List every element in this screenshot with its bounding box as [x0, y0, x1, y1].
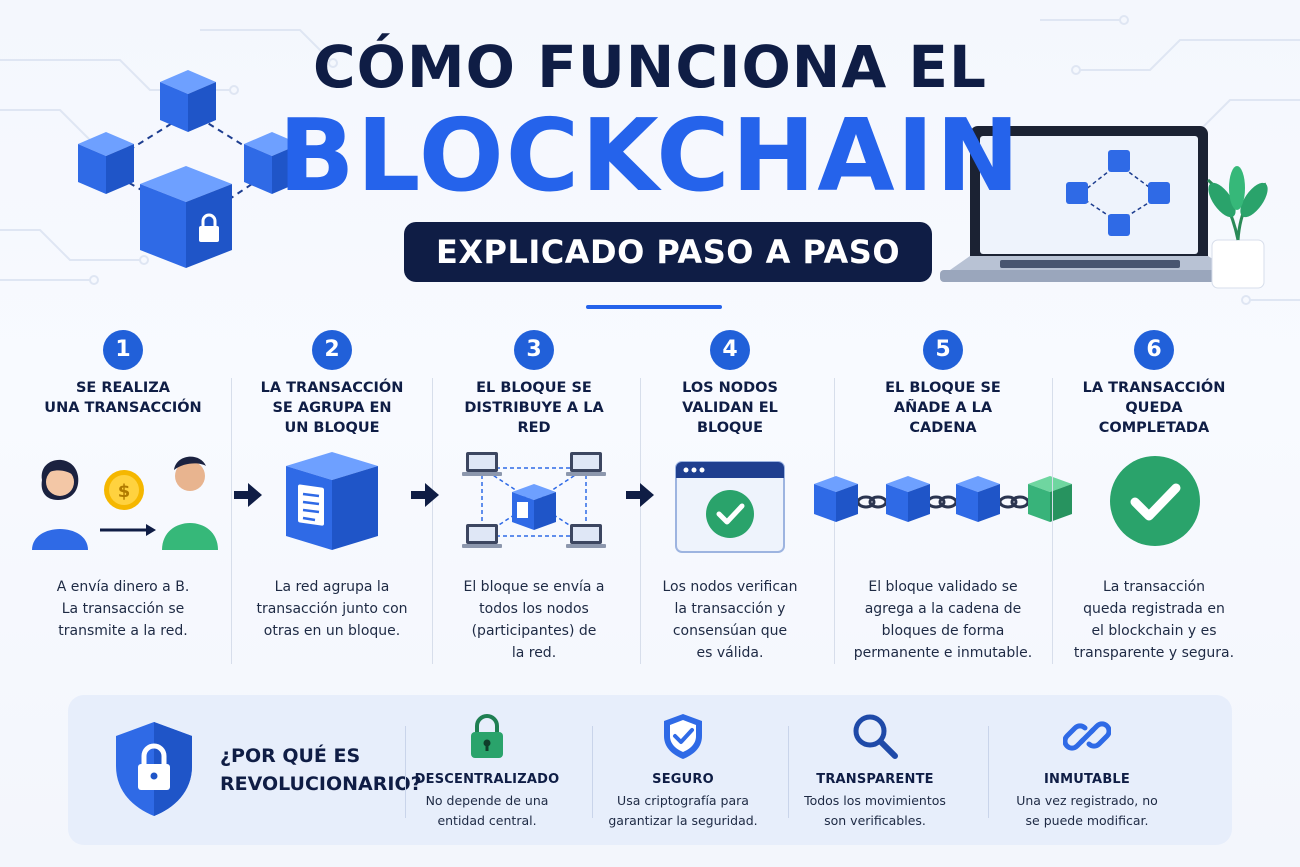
feature-separator — [592, 726, 593, 818]
cube-top — [160, 70, 216, 132]
step-5-title: EL BLOQUE SE AÑADE A LA CADENA — [885, 380, 1001, 436]
feature-separator — [988, 726, 989, 818]
svg-text:$: $ — [118, 481, 131, 502]
laptop-node — [462, 452, 606, 548]
step-2-number: 2 — [312, 330, 352, 370]
feature-description: No depende de una entidad central. — [425, 793, 549, 828]
step-separator — [432, 378, 433, 664]
step-3-number: 3 — [514, 330, 554, 370]
step-5: 5 EL BLOQUE SE AÑADE A LA CADENA El bloq… — [814, 330, 1072, 670]
step-1-title: SE REALIZA UNA TRANSACCIÓN — [44, 380, 202, 416]
block-document-icon — [286, 452, 378, 550]
step-1-description: A envía dinero a B. La transacción se tr… — [56, 579, 190, 639]
step-6-number: 6 — [1134, 330, 1174, 370]
feature-title: TRANSPARENTE — [816, 772, 934, 787]
step-6-description: La transacción queda registrada en el bl… — [1073, 579, 1235, 661]
cube-network-illustration — [78, 70, 300, 268]
person-to-person-transfer-icon: $ — [32, 456, 218, 550]
step-2-title: LA TRANSACCIÓN SE AGRUPA EN UN BLOQUE — [260, 380, 404, 436]
feature-description: Una vez registrado, no se puede modifica… — [1016, 793, 1158, 828]
step-1-number: 1 — [103, 330, 143, 370]
step-1: 1 SE REALIZA UNA TRANSACCIÓN $ A envía d… — [20, 330, 226, 670]
shield-lock-icon — [116, 722, 192, 816]
feature-transparente: TRANSPARENTE Todos los movimientos son v… — [780, 712, 970, 831]
validation-window-icon — [675, 461, 785, 553]
cube-left — [78, 132, 134, 194]
arrow-right-icon — [411, 483, 439, 507]
step-3-title: EL BLOQUE SE DISTRIBUYE A LA RED — [464, 380, 604, 436]
step-separator — [640, 378, 641, 664]
why-question: ¿POR QUÉ ES REVOLUCIONARIO? — [220, 745, 422, 795]
step-4-description: Los nodos verifican la transacción y con… — [662, 579, 798, 661]
chained-blocks-icon — [814, 476, 1072, 522]
chain-block-2 — [886, 476, 930, 522]
cube-right — [244, 132, 300, 194]
chain-block-1 — [814, 476, 858, 522]
step-4-number: 4 — [710, 330, 750, 370]
feature-separator — [405, 726, 406, 818]
feature-description: Usa criptografía para garantizar la segu… — [608, 793, 758, 828]
why-revolutionary-panel — [68, 695, 1232, 845]
feature-title: SEGURO — [652, 772, 714, 787]
step-5-description: El bloque validado se agrega a la cadena… — [853, 579, 1033, 661]
subtitle-pill: EXPLICADO PASO A PASO — [404, 222, 932, 282]
magnifier-icon — [853, 714, 898, 759]
feature-title: INMUTABLE — [1043, 772, 1130, 787]
feature-separator — [788, 726, 789, 818]
title-line-2: BLOCKCHAIN — [278, 97, 1022, 214]
chain-link-icon — [1062, 721, 1112, 751]
network-distribution-icon — [462, 452, 606, 548]
arrow-right-icon — [234, 483, 262, 507]
step-3-description: El bloque se envía a todos los nodos (pa… — [463, 579, 605, 661]
feature-title: DESCENTRALIZADO — [414, 772, 560, 787]
step-5-number: 5 — [923, 330, 963, 370]
laptop-illustration — [940, 126, 1268, 289]
step-separator — [231, 378, 232, 664]
feature-seguro: SEGURO Usa criptografía para garantizar … — [588, 712, 778, 831]
step-3: 3 EL BLOQUE SE DISTRIBUYE A LA RED El bl… — [434, 330, 634, 670]
feature-description: Todos los movimientos son verificables. — [804, 793, 946, 828]
chain-block-3 — [956, 476, 1000, 522]
step-6: 6 LA TRANSACCIÓN QUEDA COMPLETADA La tra… — [1054, 330, 1254, 670]
feature-inmutable: INMUTABLE Una vez registrado, no se pued… — [992, 712, 1182, 831]
title-line-1: CÓMO FUNCIONA EL — [313, 33, 987, 101]
feature-decentralizado: DESCENTRALIZADO No depende de una entida… — [392, 712, 582, 831]
check-circle-icon — [1110, 456, 1200, 546]
step-4-title: LOS NODOS VALIDAN EL BLOQUE — [682, 380, 778, 436]
step-6-title: LA TRANSACCIÓN QUEDA COMPLETADA — [1082, 380, 1226, 436]
step-2-description: La red agrupa la transacción junto con o… — [256, 579, 408, 639]
arrow-right-icon — [626, 483, 654, 507]
step-2: 2 LA TRANSACCIÓN SE AGRUPA EN UN BLOQUE … — [232, 330, 432, 670]
step-separator — [1052, 378, 1053, 664]
chain-block-new — [1028, 476, 1072, 522]
title-divider — [586, 305, 722, 309]
padlock-icon — [471, 714, 503, 758]
cube-locked — [140, 166, 232, 268]
step-4: 4 LOS NODOS VALIDAN EL BLOQUE Los nodos … — [632, 330, 828, 670]
shield-check-icon — [664, 714, 702, 759]
